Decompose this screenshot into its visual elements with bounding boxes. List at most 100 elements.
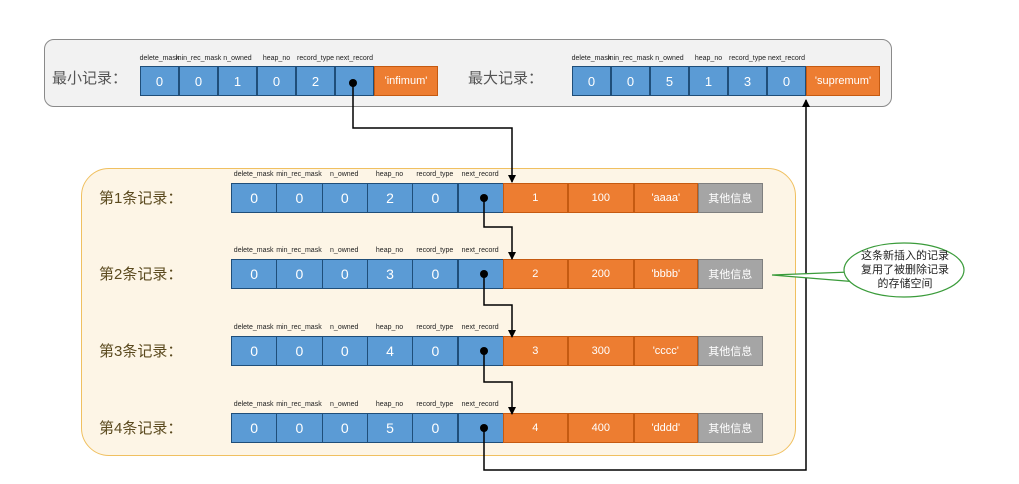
callout-bubble — [843, 242, 965, 298]
record-4-header-min_rec_mask: min_rec_mask — [276, 401, 322, 408]
record-3-header-n_owned: n_owned — [330, 324, 359, 331]
callout-line-2: 复用了被删除记录 — [861, 264, 949, 276]
supremum-header-heap_no: heap_no — [694, 55, 723, 62]
arrow-infimum-to-record-1 — [352, 83, 516, 183]
arrow-record-4-to-supremum — [483, 99, 810, 471]
record-4-str: 'dddd' — [633, 413, 698, 443]
record-2-label: 第2条记录： — [99, 266, 183, 283]
supremum-field-delete_mask: 0 — [572, 66, 611, 96]
record-1-header-heap_no: heap_no — [375, 171, 404, 178]
supremum-field-n_owned: 5 — [650, 66, 689, 96]
record-1-header-n_owned: n_owned — [330, 171, 359, 178]
record-3-header-next_record: next_record — [461, 324, 499, 331]
arrow-record-1-to-record-2 — [483, 198, 516, 260]
record-1-field-record_type: 0 — [412, 183, 459, 213]
record-2-header-min_rec_mask: min_rec_mask — [276, 247, 322, 254]
supremum-field-record_type: 3 — [728, 66, 767, 96]
record-1-header-min_rec_mask: min_rec_mask — [276, 171, 322, 178]
record-4-header-next_record: next_record — [461, 401, 499, 408]
pointer-dot-record-2 — [480, 270, 488, 278]
record-4-header-delete_mask: delete_mask — [233, 401, 274, 408]
record-1-field-min_rec_mask: 0 — [276, 183, 323, 213]
record-4-field-record_type: 0 — [412, 413, 459, 443]
infimum-header-heap_no: heap_no — [262, 55, 291, 62]
infimum-header-n_owned: n_owned — [223, 55, 252, 62]
record-3-field-record_type: 0 — [412, 336, 459, 366]
supremum-header-min_rec_mask: min_rec_mask — [607, 55, 654, 62]
record-3-id: 3 — [502, 336, 568, 366]
supremum-header-delete_mask: delete_mask — [571, 55, 612, 62]
arrow-record-3-to-record-4 — [483, 351, 516, 415]
record-4-id: 4 — [502, 413, 568, 443]
record-2-header-heap_no: heap_no — [375, 247, 404, 254]
record-1-str: 'aaaa' — [633, 183, 698, 213]
record-2-header-next_record: next_record — [461, 247, 499, 254]
record-3-header-heap_no: heap_no — [375, 324, 404, 331]
supremum-label: 最大记录： — [468, 70, 544, 87]
record-1-header-next_record: next_record — [461, 171, 499, 178]
record-4-header-heap_no: heap_no — [375, 401, 404, 408]
record-1-other: 其他信息 — [697, 183, 763, 213]
record-1-label: 第1条记录： — [99, 190, 183, 207]
infimum-header-min_rec_mask: min_rec_mask — [175, 55, 222, 62]
infimum-data-cell: 'infimum' — [374, 66, 438, 96]
pointer-dot-record-4 — [480, 424, 488, 432]
record-1-header-delete_mask: delete_mask — [233, 171, 274, 178]
record-2-id: 2 — [502, 259, 568, 289]
record-3-num: 300 — [567, 336, 634, 366]
callout-text: 这条新插入的记录 复用了被删除记录 的存储空间 — [846, 249, 964, 291]
supremum-header-record_type: record_type — [729, 55, 766, 62]
record-1-field-n_owned: 0 — [321, 183, 368, 213]
record-3-field-n_owned: 0 — [321, 336, 368, 366]
supremum-field-next_record: 0 — [767, 66, 806, 96]
infimum-field-heap_no: 0 — [257, 66, 296, 96]
supremum-field-min_rec_mask: 0 — [611, 66, 650, 96]
record-2-field-min_rec_mask: 0 — [276, 259, 323, 289]
callout-line-1: 这条新插入的记录 — [861, 250, 949, 262]
record-2-header-delete_mask: delete_mask — [233, 247, 274, 254]
infimum-header-next_record: next_record — [336, 55, 373, 62]
supremum-header-next_record: next_record — [768, 55, 805, 62]
record-2-other: 其他信息 — [697, 259, 763, 289]
record-4-field-n_owned: 0 — [321, 413, 368, 443]
record-3-str: 'cccc' — [633, 336, 698, 366]
record-3-other: 其他信息 — [697, 336, 763, 366]
record-4-header-n_owned: n_owned — [330, 401, 359, 408]
pointer-dot-infimum — [349, 79, 357, 87]
record-3-field-delete_mask: 0 — [231, 336, 278, 366]
supremum-data-cell: 'supremum' — [806, 66, 880, 96]
record-2-str: 'bbbb' — [633, 259, 698, 289]
record-3-label: 第3条记录： — [99, 343, 183, 360]
infimum-field-delete_mask: 0 — [140, 66, 179, 96]
record-2-header-n_owned: n_owned — [330, 247, 359, 254]
record-4-field-next_record — [457, 413, 504, 443]
supremum-field-heap_no: 1 — [689, 66, 728, 96]
record-1-header-record_type: record_type — [416, 171, 454, 178]
infimum-label: 最小记录： — [52, 70, 128, 87]
user-records-panel — [81, 168, 796, 456]
infimum-header-record_type: record_type — [297, 55, 334, 62]
supremum-header-n_owned: n_owned — [655, 55, 684, 62]
record-3-header-min_rec_mask: min_rec_mask — [276, 324, 322, 331]
arrow-record-2-to-record-3 — [483, 274, 516, 338]
record-3-header-record_type: record_type — [416, 324, 454, 331]
record-4-other: 其他信息 — [697, 413, 763, 443]
record-1-id: 1 — [502, 183, 568, 213]
record-1-field-delete_mask: 0 — [231, 183, 278, 213]
infimum-field-min_rec_mask: 0 — [179, 66, 218, 96]
record-2-num: 200 — [567, 259, 634, 289]
infimum-header-delete_mask: delete_mask — [139, 55, 180, 62]
record-2-header-record_type: record_type — [416, 247, 454, 254]
record-4-header-record_type: record_type — [416, 401, 454, 408]
record-4-field-heap_no: 5 — [366, 413, 414, 443]
record-1-num: 100 — [567, 183, 634, 213]
infimum-field-record_type: 2 — [296, 66, 335, 96]
record-3-header-delete_mask: delete_mask — [233, 324, 274, 331]
pointer-dot-record-1 — [480, 194, 488, 202]
callout-line-3: 的存储空间 — [877, 278, 933, 290]
record-4-label: 第4条记录： — [99, 420, 183, 437]
pointer-dot-record-3 — [480, 347, 488, 355]
record-4-num: 400 — [567, 413, 634, 443]
infimum-field-n_owned: 1 — [218, 66, 257, 96]
